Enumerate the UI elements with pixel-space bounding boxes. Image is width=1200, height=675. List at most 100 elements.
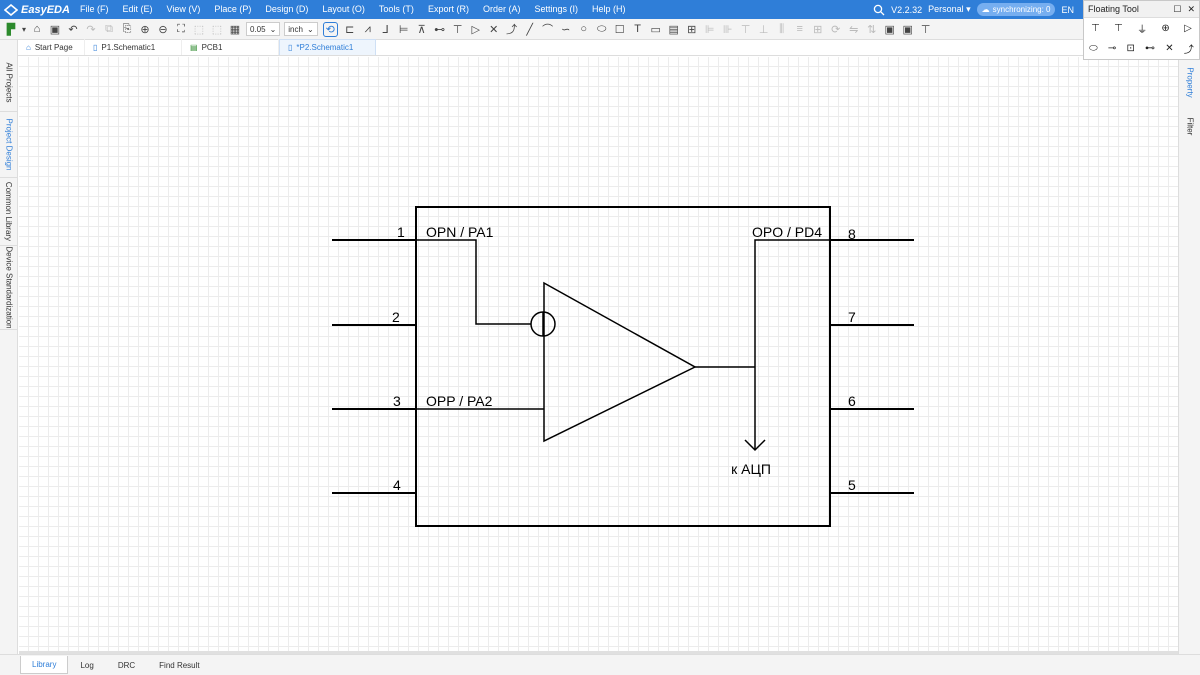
menu-file[interactable]: File (F) — [80, 4, 109, 14]
app-logo[interactable]: EasyEDA — [0, 0, 73, 19]
input-port-icon[interactable]: ⬭ — [1089, 42, 1098, 54]
menu-view[interactable]: View (V) — [166, 4, 201, 14]
bus-entry-icon[interactable]: ⊡ — [1126, 42, 1135, 54]
menu-place[interactable]: Place (P) — [214, 4, 252, 14]
bottom-tab-library[interactable]: Library — [20, 656, 69, 674]
wire-icon[interactable]: ⤴ — [506, 24, 518, 36]
panel-tab-common-library[interactable]: Common Library — [0, 178, 18, 246]
chevron-down-icon[interactable]: ▾ — [21, 24, 26, 34]
rotate-icon[interactable]: ⟳ — [831, 23, 841, 36]
pin-tool-icon[interactable]: ⊤ — [920, 23, 931, 36]
zoom-selection-icon[interactable]: ⬚ — [193, 23, 205, 36]
undo-icon[interactable]: ↶ — [68, 23, 78, 36]
bezier-icon[interactable]: ∽ — [561, 23, 571, 36]
net-flag-icon[interactable]: ⊤ — [452, 23, 463, 36]
ellipse-icon[interactable]: ⬭ — [596, 22, 607, 35]
ic-body[interactable] — [415, 206, 831, 527]
power-icon[interactable]: ⊕ — [1161, 22, 1170, 34]
bottom-tab-drc[interactable]: DRC — [117, 660, 136, 670]
panel-tab-filter[interactable]: Filter — [1179, 111, 1200, 141]
panel-tab-property[interactable]: Property — [1179, 58, 1200, 106]
menu-settings[interactable]: Settings (I) — [534, 4, 578, 14]
plan-label: Personal — [928, 4, 964, 14]
zoom-in-icon[interactable]: ⊕ — [140, 23, 150, 36]
search-icon[interactable] — [873, 4, 885, 16]
panel-tab-project-design[interactable]: Project Design — [0, 112, 18, 178]
panel-splitter[interactable] — [19, 651, 1178, 654]
flip-icon[interactable]: ⇋ — [849, 23, 859, 36]
grid-icon[interactable]: ▦ — [229, 23, 241, 36]
netlabel-icon[interactable]: ▷ — [471, 23, 480, 36]
panel-tab-device-standardization[interactable]: Device Standardization — [0, 246, 18, 330]
ground-icon[interactable]: ⊨ — [398, 23, 409, 36]
fit-view-icon[interactable]: ⛶ — [177, 22, 185, 35]
tab-p2-schematic[interactable]: ▯ *P2.Schematic1 — [279, 39, 376, 55]
pcb-convert-icon[interactable]: ▣ — [902, 23, 913, 36]
menu-edit[interactable]: Edit (E) — [122, 4, 153, 14]
tab-p1-schematic[interactable]: ▯ P1.Schematic1 — [85, 39, 182, 55]
paste-icon[interactable]: ⎘ — [122, 22, 132, 35]
tab-pcb1[interactable]: ▤ PCB1 — [182, 39, 279, 55]
align-right-icon[interactable]: ⊪ — [722, 23, 733, 36]
resistor-icon[interactable]: ⩘ — [364, 22, 371, 35]
align-top-icon[interactable]: ⊤ — [740, 23, 751, 36]
tab-start-page[interactable]: ⌂ Start Page — [18, 39, 85, 55]
no-connect-icon[interactable]: ✕ — [1165, 42, 1174, 54]
bom-icon[interactable]: ⊞ — [687, 23, 697, 36]
ground-icon[interactable]: ⏚ — [1137, 24, 1148, 36]
home-icon[interactable]: ⌂ — [33, 23, 41, 35]
new-file-icon[interactable]: ▛ — [6, 23, 16, 36]
component-icon[interactable]: ⊏ — [345, 23, 355, 36]
plan-selector[interactable]: Personal ▾ — [928, 4, 971, 15]
wire-icon[interactable]: ⤴ — [1183, 44, 1194, 56]
pin-icon[interactable]: ⊷ — [1145, 42, 1156, 54]
wire-opn[interactable] — [416, 239, 531, 325]
bottom-tab-log[interactable]: Log — [80, 660, 94, 670]
image-icon[interactable]: ▭ — [650, 23, 661, 36]
grid-size-select[interactable]: 0.05⌄ — [246, 22, 281, 36]
net-port-icon[interactable]: ⊤ — [1114, 22, 1123, 34]
align-left-icon[interactable]: ⊫ — [704, 23, 715, 36]
netlabel-icon[interactable]: ▷ — [1184, 22, 1192, 34]
unit-select[interactable]: inch⌄ — [284, 22, 318, 36]
bottom-tab-find-result[interactable]: Find Result — [159, 660, 200, 670]
menu-design[interactable]: Design (D) — [265, 4, 309, 14]
align-bottom-icon[interactable]: ⊥ — [758, 23, 769, 36]
check-icon[interactable]: ▣ — [884, 23, 895, 36]
menu-layout[interactable]: Layout (O) — [322, 4, 365, 14]
table-icon[interactable]: ▤ — [668, 23, 679, 36]
copy-icon[interactable]: ⧉ — [105, 22, 113, 35]
mirror-icon[interactable]: ⇅ — [867, 23, 877, 36]
line-icon[interactable]: ╱ — [526, 23, 533, 36]
zoom-out-icon[interactable]: ⊖ — [158, 23, 168, 36]
save-icon[interactable]: ▣ — [49, 23, 61, 36]
zoom-area-icon[interactable]: ⬚ — [211, 23, 223, 36]
pin-icon[interactable]: ⊷ — [434, 23, 446, 36]
panel-tab-all-projects[interactable]: All Projects — [0, 54, 18, 112]
menu-order[interactable]: Order (A) — [482, 4, 521, 14]
snap-icon[interactable]: ⟲ — [322, 21, 338, 37]
wire-opo[interactable] — [754, 239, 830, 450]
output-port-icon[interactable]: ⊸ — [1107, 42, 1117, 54]
circle-icon[interactable]: ○ — [580, 23, 587, 35]
maximize-icon[interactable]: ☐ — [1173, 3, 1182, 14]
distribute-v-icon[interactable]: ≡ — [796, 23, 803, 35]
rectangle-icon[interactable]: ☐ — [614, 23, 625, 36]
opamp-triangle[interactable] — [543, 281, 697, 443]
bus-icon[interactable]: ⊼ — [417, 23, 426, 36]
distribute-h-icon[interactable]: ⫼ — [779, 22, 785, 35]
schematic-canvas[interactable]: 1 2 3 4 8 7 6 5 OPN / PA1 OPP / PA2 OPO … — [19, 57, 1178, 654]
sync-status[interactable]: ☁synchronizing: 0 — [976, 3, 1056, 16]
menu-help[interactable]: Help (H) — [591, 4, 626, 14]
no-connect-icon[interactable]: ✕ — [489, 23, 499, 36]
power-port-icon[interactable]: ⅃ — [382, 23, 389, 36]
redo-icon[interactable]: ↷ — [86, 23, 96, 36]
align-grid-icon[interactable]: ⊞ — [813, 23, 823, 36]
arc-icon[interactable]: ⌒ — [542, 24, 554, 36]
text-icon[interactable]: T — [634, 23, 642, 35]
menu-tools[interactable]: Tools (T) — [378, 4, 414, 14]
net-flag-icon[interactable]: ⊤ — [1091, 22, 1100, 34]
menu-export[interactable]: Export (R) — [427, 4, 469, 14]
close-icon[interactable]: ✕ — [1187, 3, 1195, 14]
language-selector[interactable]: EN — [1061, 4, 1074, 15]
